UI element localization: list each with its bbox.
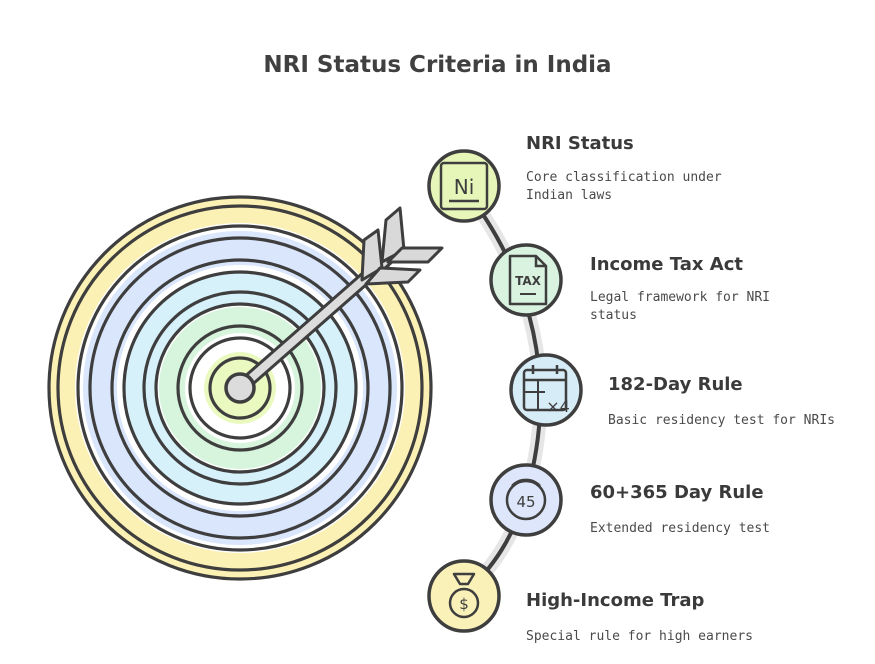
connector-arc (462, 186, 543, 597)
ni-label: Ni (454, 175, 475, 199)
calendar-multiplier-label: ×4 (546, 397, 570, 416)
target-ring (88, 236, 392, 540)
item-desc-nri-status: Core classification under Indian laws (526, 170, 722, 203)
money-bag-icon: $ (448, 572, 480, 619)
target-ring (110, 258, 370, 518)
target-ring (176, 324, 304, 452)
node-nri-status: Ni (427, 149, 501, 223)
item-title-nri-status: NRI Status (526, 133, 634, 154)
calendar-icon: ×4 (522, 365, 570, 416)
item-desc-income-tax-act: Legal framework for NRI status (590, 290, 771, 323)
target-ring (208, 356, 272, 420)
item-title-high-income-trap: High-Income Trap (526, 590, 705, 611)
item-desc-high-income-trap: Special rule for high earners (526, 629, 753, 644)
node-182-day-rule: ×4 (509, 353, 583, 427)
arrow-icon (224, 206, 444, 404)
target-ring (56, 204, 424, 572)
item-title-182-day-rule: 182-Day Rule (608, 374, 743, 395)
target-illustration (47, 195, 433, 581)
tax-label: TAX (515, 274, 542, 288)
item-title-income-tax-act: Income Tax Act (590, 254, 743, 275)
node-income-tax-act: TAX (489, 243, 563, 317)
timer-label: 45 (516, 493, 535, 511)
item-title-60-365-day-rule: 60+365 Day Rule (590, 482, 764, 503)
target-ring (154, 302, 326, 474)
item-desc-182-day-rule: Basic residency test for NRIs (608, 413, 835, 428)
target-ring (76, 224, 404, 552)
page-title: NRI Status Criteria in India (263, 52, 612, 78)
target-ring (142, 290, 338, 486)
money-symbol-label: $ (459, 595, 469, 613)
tax-document-icon: TAX (508, 254, 548, 306)
node-high-income-trap: $ (427, 559, 501, 633)
timer-icon: 45 (505, 478, 547, 521)
ni-document-icon: Ni (439, 161, 489, 211)
item-desc-60-365-day-rule: Extended residency test (590, 521, 771, 536)
node-60-365-day-rule: 45 (489, 463, 563, 537)
target-ring (47, 195, 433, 581)
target-ring (122, 270, 358, 506)
target-ring (188, 336, 292, 440)
